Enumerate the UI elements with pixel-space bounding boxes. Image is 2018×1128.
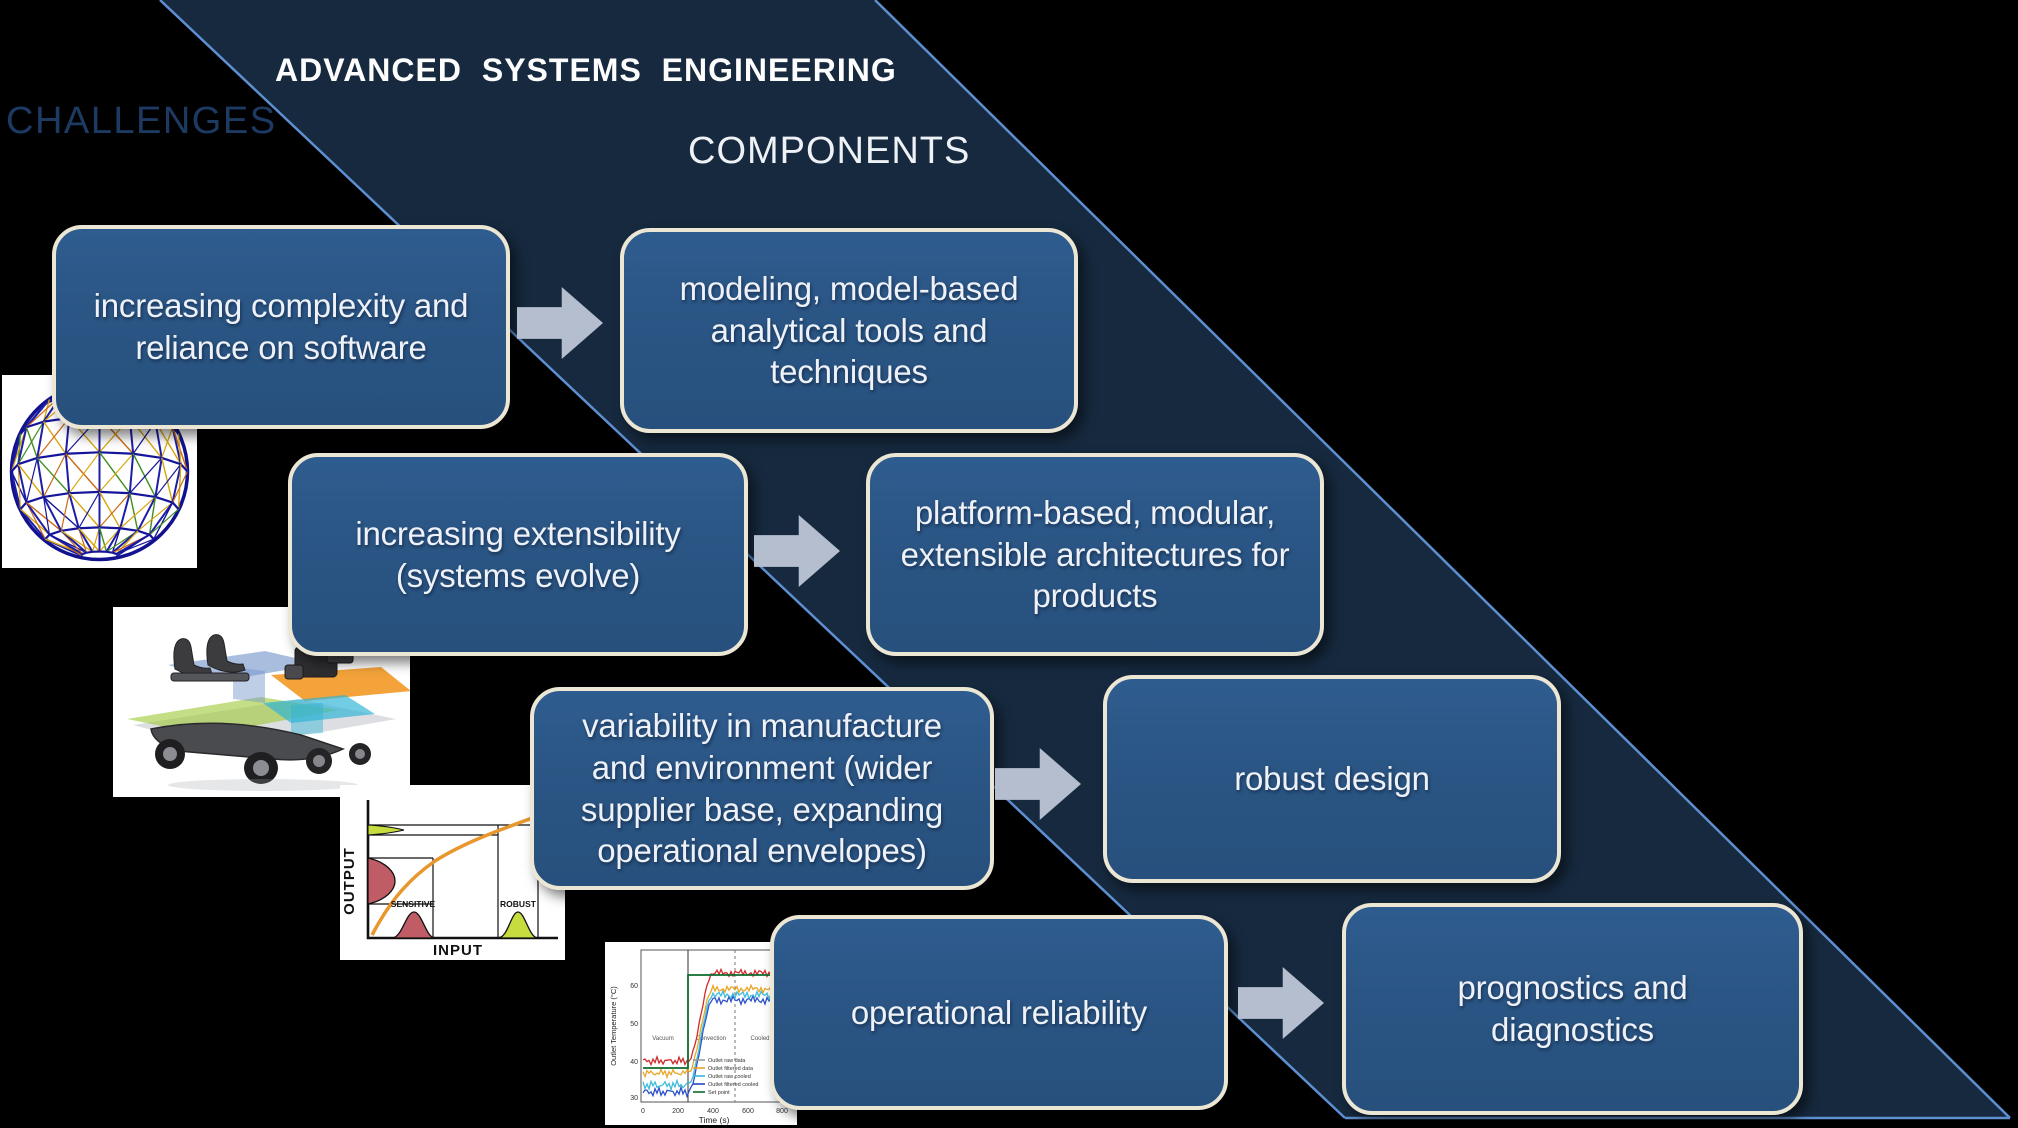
robust-y-axis-label: OUTPUT [341, 847, 358, 915]
reliability-region-label-1: Vacuum [652, 1036, 674, 1042]
challenge-box-complexity: increasing complexity and reliance on so… [52, 225, 510, 429]
challenge-box-extensibility-label: increasing extensibility (systems evolve… [355, 514, 681, 594]
challenge-box-reliability: operational reliability [770, 915, 1228, 1110]
sensitive-label: SENSITIVE [391, 899, 436, 909]
reliability-setpoint-line [643, 974, 785, 1069]
robust-output-wide-distribution [367, 857, 396, 905]
reliability-series-lines [642, 967, 786, 1099]
robust-x-axis-label: INPUT [433, 942, 483, 959]
robust-design-chart: SENSITIVE ROBUST OUTPUT INPUT [340, 785, 565, 960]
robust-axes [366, 800, 558, 940]
svg-text:Outlet filtered cooled: Outlet filtered cooled [708, 1082, 758, 1088]
robust-label: ROBUST [500, 899, 537, 909]
svg-text:400: 400 [707, 1108, 719, 1115]
svg-text:50: 50 [630, 1021, 638, 1028]
robust-input-robust-distribution [497, 911, 539, 939]
component-box-prognostics-label: prognostics and diagnostics [1457, 969, 1688, 1048]
component-box-modeling-label: modeling, model-based analytical tools a… [679, 270, 1019, 391]
component-box-robust-design-label: robust design [1234, 760, 1430, 798]
vehicle-exploded-image [113, 607, 410, 797]
component-box-prognostics: prognostics and diagnostics [1342, 903, 1803, 1115]
challenge-box-complexity-label: increasing complexity and reliance on so… [93, 287, 469, 366]
components-heading: COMPONENTS [688, 130, 971, 172]
robust-output-narrow-distribution [367, 824, 405, 836]
slide-title: ADVANCED SYSTEMS ENGINEERING [275, 52, 897, 88]
svg-text:40: 40 [630, 1059, 638, 1066]
reliability-y-axis-label: Outlet Temperature (°C) [609, 986, 618, 1066]
component-box-platform-label: platform-based, modular, extensible arch… [900, 494, 1290, 615]
challenge-box-variability: variability in manufacture and environme… [530, 687, 994, 890]
svg-text:200: 200 [672, 1108, 684, 1115]
reliability-region-label-3: Cooled [750, 1036, 769, 1042]
svg-text:Outlet raw cooled: Outlet raw cooled [708, 1074, 751, 1080]
svg-text:600: 600 [742, 1108, 754, 1115]
svg-text:60: 60 [630, 983, 638, 990]
reliability-chart: Vacuum Convection Cooled Outlet raw data… [605, 942, 797, 1125]
challenge-box-reliability-label: operational reliability [850, 993, 1148, 1031]
vehicle-seats [170, 634, 250, 682]
component-box-robust-design: robust design [1103, 675, 1561, 883]
robust-grid-lines [368, 815, 558, 938]
vehicle-chassis [150, 722, 371, 791]
robust-input-sensitive-distribution [391, 911, 436, 939]
svg-text:Set point: Set point [708, 1090, 730, 1096]
reliability-region-label-2: Convection [696, 1036, 726, 1042]
component-box-platform: platform-based, modular, extensible arch… [866, 453, 1324, 656]
component-box-modeling: modeling, model-based analytical tools a… [620, 228, 1078, 433]
reliability-y-ticks: 60 50 40 30 [630, 983, 638, 1102]
reliability-x-ticks: 0 200 400 600 800 [641, 1108, 788, 1115]
challenge-box-variability-label: variability in manufacture and environme… [580, 707, 944, 870]
svg-text:30: 30 [630, 1095, 638, 1102]
svg-text:800: 800 [776, 1108, 788, 1115]
reliability-x-axis-label: Time (s) [699, 1115, 730, 1125]
svg-text:Outlet filtered data: Outlet filtered data [708, 1066, 754, 1072]
svg-text:Outlet raw data: Outlet raw data [708, 1058, 746, 1064]
challenge-box-extensibility: increasing extensibility (systems evolve… [288, 453, 748, 656]
challenges-heading: CHALLENGES [6, 100, 277, 142]
svg-text:0: 0 [641, 1108, 645, 1115]
